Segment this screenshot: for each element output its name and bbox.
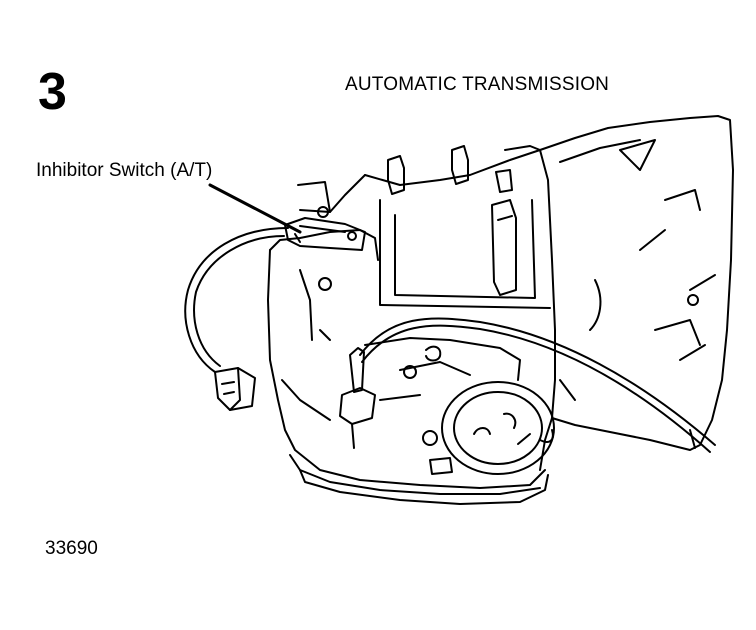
case-pipe — [491, 199, 517, 296]
wiring-harness — [184, 227, 289, 373]
transmission-case — [267, 149, 556, 489]
callout-leader-line — [208, 183, 302, 234]
inhibitor-switch-label: Inhibitor Switch (A/T) — [36, 160, 213, 181]
step-number: 3 — [38, 63, 67, 121]
diagram-title: AUTOMATIC TRANSMISSION — [345, 74, 610, 95]
connector-plug — [214, 367, 256, 411]
inhibitor-switch — [284, 206, 366, 251]
oil-pan — [289, 454, 549, 505]
figure-id: 33690 — [45, 538, 98, 559]
rear-cover — [364, 337, 521, 446]
filler-tube — [339, 347, 376, 449]
top-studs — [387, 145, 541, 195]
axle-seal — [441, 381, 555, 475]
bell-housing — [539, 115, 734, 451]
speedometer-cable — [359, 317, 716, 453]
